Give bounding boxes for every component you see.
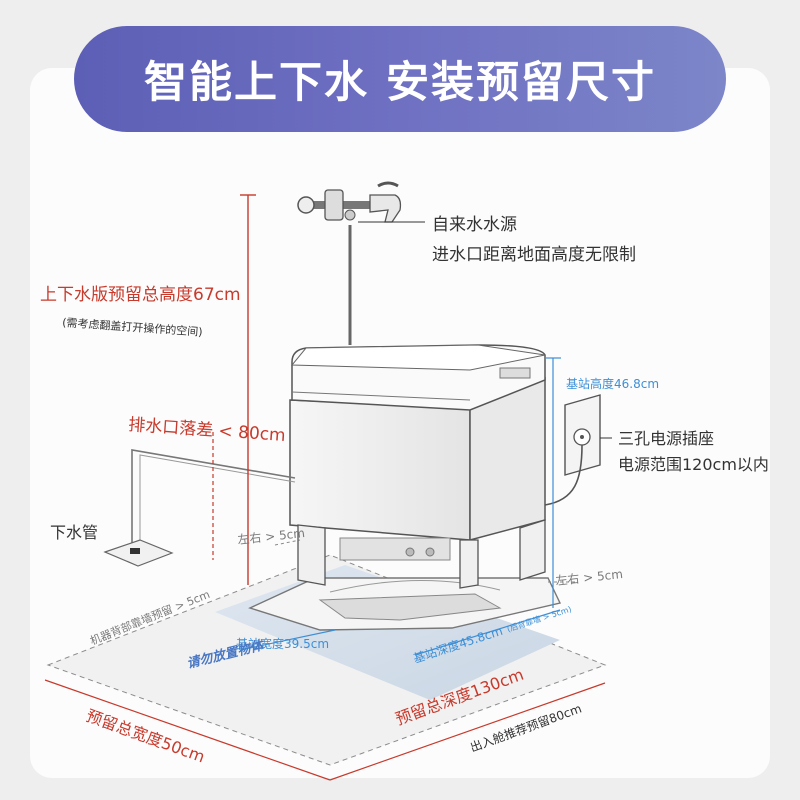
label-left-gap: 左右 > 5cm: [237, 525, 306, 547]
faucet-icon: [297, 181, 402, 345]
label-exit-reserve: 出入舱推荐预留80cm: [468, 701, 583, 754]
label-inlet-height: 进水口距离地面高度无限制: [432, 245, 636, 265]
floor-drain-icon: [103, 449, 296, 567]
label-station-height: 基站高度46.8cm: [566, 376, 659, 391]
bottom-dimensions: [44, 609, 606, 781]
label-drain-drop: 排水口落差 < 80cm: [128, 415, 287, 446]
label-right-gap: 左右 > 5cm: [555, 566, 624, 588]
label-drain-pipe: 下水管: [50, 523, 98, 542]
page-title: 智能上下水 安装预留尺寸: [144, 58, 656, 108]
title-banner: 智能上下水 安装预留尺寸: [74, 26, 726, 132]
label-water-source: 自来水水源: [432, 215, 517, 235]
station-height-dimension: [545, 357, 561, 608]
base-station: [289, 344, 546, 589]
label-station-width: 基站宽度39.5cm: [236, 636, 329, 651]
label-socket-title: 三孔电源插座: [618, 429, 714, 448]
label-total-height: 上下水版预留总高度67cm: [40, 285, 241, 305]
left-gap-guide: [274, 539, 301, 546]
total-height-dimension: [240, 194, 256, 585]
label-total-height-note: (需考虑翻盖打开操作的空间): [62, 315, 203, 339]
label-socket-range: 电源范围120cm以内: [618, 455, 769, 474]
